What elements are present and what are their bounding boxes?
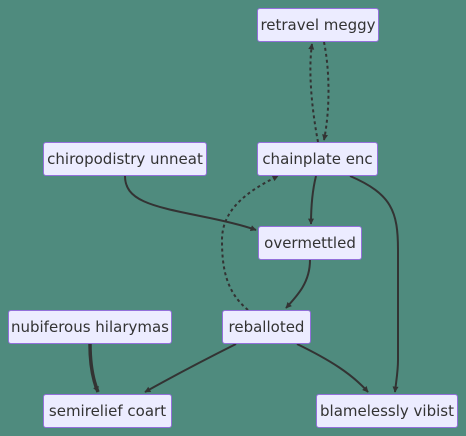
edge-chainplate-to-blamelessly — [349, 175, 399, 393]
node-blamelessly-vibist[interactable]: blamelessly vibist — [316, 394, 458, 428]
edge-retravel-to-chainplate — [322, 41, 330, 141]
edge-chainplate-to-overmettled — [308, 175, 317, 225]
node-semirelief-coart[interactable]: semirelief coart — [43, 394, 172, 428]
node-overmettled[interactable]: overmettled — [258, 226, 362, 260]
node-chainplate-enc[interactable]: chainplate enc — [257, 142, 378, 176]
edge-chainplate-to-retravel — [308, 43, 319, 143]
edge-overmettled-to-reballoted — [285, 259, 311, 309]
edge-chiropodistry-to-overmettled — [124, 175, 257, 231]
node-retravel-meggy[interactable]: retravel meggy — [257, 8, 379, 42]
edge-reballoted-to-chainplate — [220, 175, 279, 311]
edge-reballoted-to-blamelessly — [296, 343, 369, 393]
edge-reballoted-to-semirelief — [144, 343, 237, 393]
node-nubiferous-hilarymas[interactable]: nubiferous hilarymas — [8, 310, 172, 344]
edge-nubiferous-to-semirelief — [88, 343, 100, 393]
node-chiropodistry-unneat[interactable]: chiropodistry unneat — [43, 142, 207, 176]
node-reballoted[interactable]: reballoted — [222, 310, 311, 344]
